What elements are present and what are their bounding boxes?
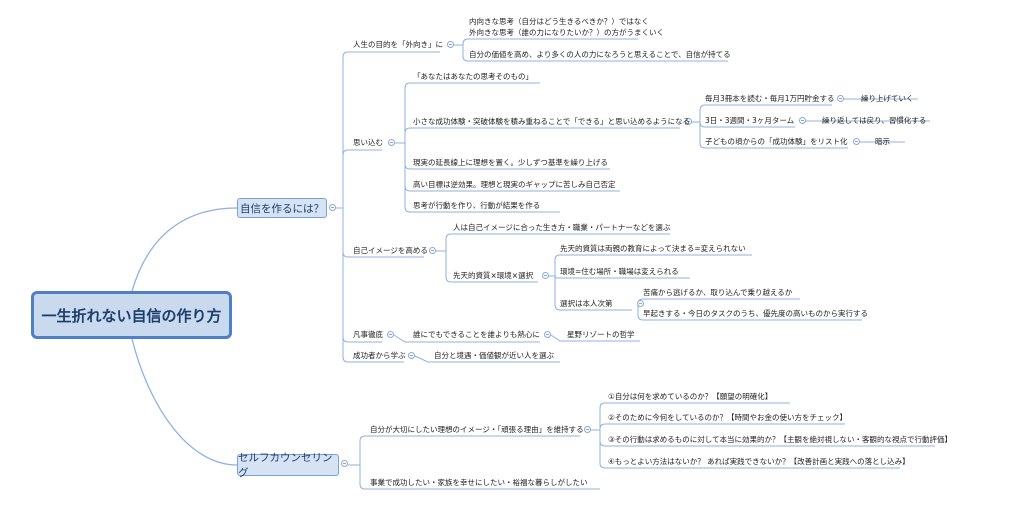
connector-line [342, 208, 382, 343]
topic-success-list[interactable]: 子どもの頃からの「成功体験」をリスト化 [705, 137, 848, 146]
topic-environment[interactable]: 環境=住む場所・職場は変えられる [560, 267, 679, 276]
connector-line [637, 298, 800, 305]
collapse-toggle-icon[interactable] [584, 426, 591, 433]
collapse-toggle-icon[interactable] [799, 117, 806, 124]
topic-choice[interactable]: 選択は本人次第 [560, 299, 613, 308]
collapse-toggle-icon[interactable] [544, 331, 551, 338]
topic-early-rising[interactable]: 早起きする・今日のタスクのうち、優先度の高いものから実行する [643, 309, 868, 318]
topic-keep-reason[interactable]: 自分が大切にしたい理想のイメージ・「頑張る理由」を維持する [370, 425, 584, 434]
topic-ideal-on-reality[interactable]: 現実の延長線上に理想を置く。少しずつ基準を繰り上げる [413, 158, 608, 167]
topic-purpose-line1[interactable]: 内向きな思考（自分はどう生きるべきか？）ではなく [469, 17, 649, 26]
topic-goals[interactable]: 事業で成功したい・家族を幸せにしたい・裕福な暮らしがしたい [370, 478, 588, 487]
topic-self-image[interactable]: 自己イメージを高める [353, 246, 428, 255]
connector-line [393, 334, 540, 343]
topic-purpose[interactable]: 人生の目的を「外向き」に [353, 40, 443, 49]
collapse-toggle-icon[interactable] [408, 352, 415, 359]
topic-habit-loop[interactable]: 繰り返しては戻り、習慣化する [822, 116, 927, 125]
topic-learn-from-success[interactable]: 成功者から学ぶ [353, 351, 406, 360]
connector-line [404, 82, 540, 143]
topic-monthly-habit[interactable]: 毎月3冊本を読む・毎月1万円貯金する [705, 94, 835, 103]
topic-self-image-choice[interactable]: 人は自己イメージに合った生き方・職業・パートナーなどを選ぶ [453, 223, 671, 232]
connector-line [342, 51, 440, 208]
collapse-toggle-icon[interactable] [387, 331, 394, 338]
topic-face-pain[interactable]: 苦痛から逃げるか、取り込んで乗り越えるか [643, 288, 793, 297]
connector-line [131, 207, 238, 292]
topic-purpose-value[interactable]: 自分の価値を高め、より多くの人の力になろうと思えることで、自信が持てる [469, 50, 731, 59]
topic-belief[interactable]: 思い込む [353, 138, 383, 147]
collapse-toggle-icon[interactable] [388, 139, 395, 146]
topic-thoroughness[interactable]: 凡事徹底 [353, 330, 383, 339]
topic-thoroughness-detail[interactable]: 誰にでもできることを誰よりも熱心に [413, 330, 540, 339]
connector-line [404, 127, 680, 143]
topic-raise-gradually[interactable]: 繰り上げていく [861, 94, 914, 103]
connector-line [599, 423, 845, 430]
branch-topic-confidence[interactable]: 自信を作るには？ [237, 198, 327, 218]
root-topic[interactable]: 一生折れない自信の作り方 [31, 291, 232, 339]
collapse-toggle-icon[interactable] [837, 95, 844, 102]
topic-thought-action[interactable]: 思考が行動を作り、行動が結果を作る [413, 201, 541, 210]
connector-line [359, 435, 580, 465]
connector-line [359, 465, 600, 490]
collapse-toggle-icon[interactable] [341, 460, 348, 467]
connector-line [599, 430, 900, 469]
connector-line [699, 122, 848, 149]
topic-hoshino[interactable]: 星野リゾートの哲学 [567, 330, 635, 339]
connector-line [554, 276, 632, 311]
topic-belief-small-success[interactable]: 小さな成功体験・突破体験を積み重ねることで「できる」と思い込めるようになる [413, 117, 691, 126]
connector-line [554, 254, 752, 276]
connector-line [462, 38, 638, 45]
connector-line [414, 355, 560, 363]
collapse-toggle-icon[interactable] [447, 41, 454, 48]
collapse-toggle-icon[interactable] [853, 138, 860, 145]
topic-belief-quote[interactable]: 「あなたはあなたの思考そのもの」 [413, 72, 533, 81]
collapse-toggle-icon[interactable] [429, 247, 436, 254]
connector-line [550, 334, 640, 342]
topic-question-1[interactable]: ①自分は何を求めているのか？【願望の明確化】 [608, 392, 773, 401]
connector-line [699, 104, 832, 122]
topic-question-2[interactable]: ②そのために今何をしているのか？【時間やお金の使い方をチェック】 [608, 413, 847, 422]
connector-line [445, 251, 538, 283]
branch-topic-self-counseling[interactable]: セルフカウンセリング [237, 452, 339, 479]
connector-line [342, 149, 382, 208]
collapse-toggle-icon[interactable] [329, 204, 336, 211]
topic-high-goal[interactable]: 高い目標は逆効果。理想と現実のギャップに苦しみ自己否定 [413, 180, 616, 189]
topic-suggestion[interactable]: 暗示 [875, 137, 890, 146]
topic-3-terms[interactable]: 3日・3週間・3ヶ月ターム [705, 116, 795, 125]
topic-nature-env-choice[interactable]: 先天的資質×環境×選択 [453, 271, 534, 280]
connector-line [404, 143, 560, 213]
connector-line [637, 304, 862, 321]
topic-purpose-line2[interactable]: 外向きな思考（誰の力になりたいか？）の方がうまくいく [469, 28, 664, 37]
collapse-toggle-icon[interactable] [637, 300, 644, 307]
topic-similar-people[interactable]: 自分と境遇・価値観が近い人を選ぶ [434, 351, 554, 360]
topic-question-4[interactable]: ④もっとよい方法はないか？ あれば実践できないか？【改善計画と実践への落とし込み… [608, 457, 910, 466]
connector-line [599, 402, 790, 430]
connector-line [131, 338, 238, 466]
connector-line [445, 233, 670, 251]
collapse-toggle-icon[interactable] [542, 272, 549, 279]
connector-line [462, 45, 728, 62]
connector-line [342, 208, 404, 363]
collapse-toggle-icon[interactable] [685, 118, 692, 125]
topic-question-3[interactable]: ③その行動は求めるものに対して本当に効果的か？【主観を絶対視しない・客観的な視点… [608, 435, 952, 444]
topic-nature[interactable]: 先天的資質は両親の教育によって決まる=変えられない [560, 244, 746, 253]
